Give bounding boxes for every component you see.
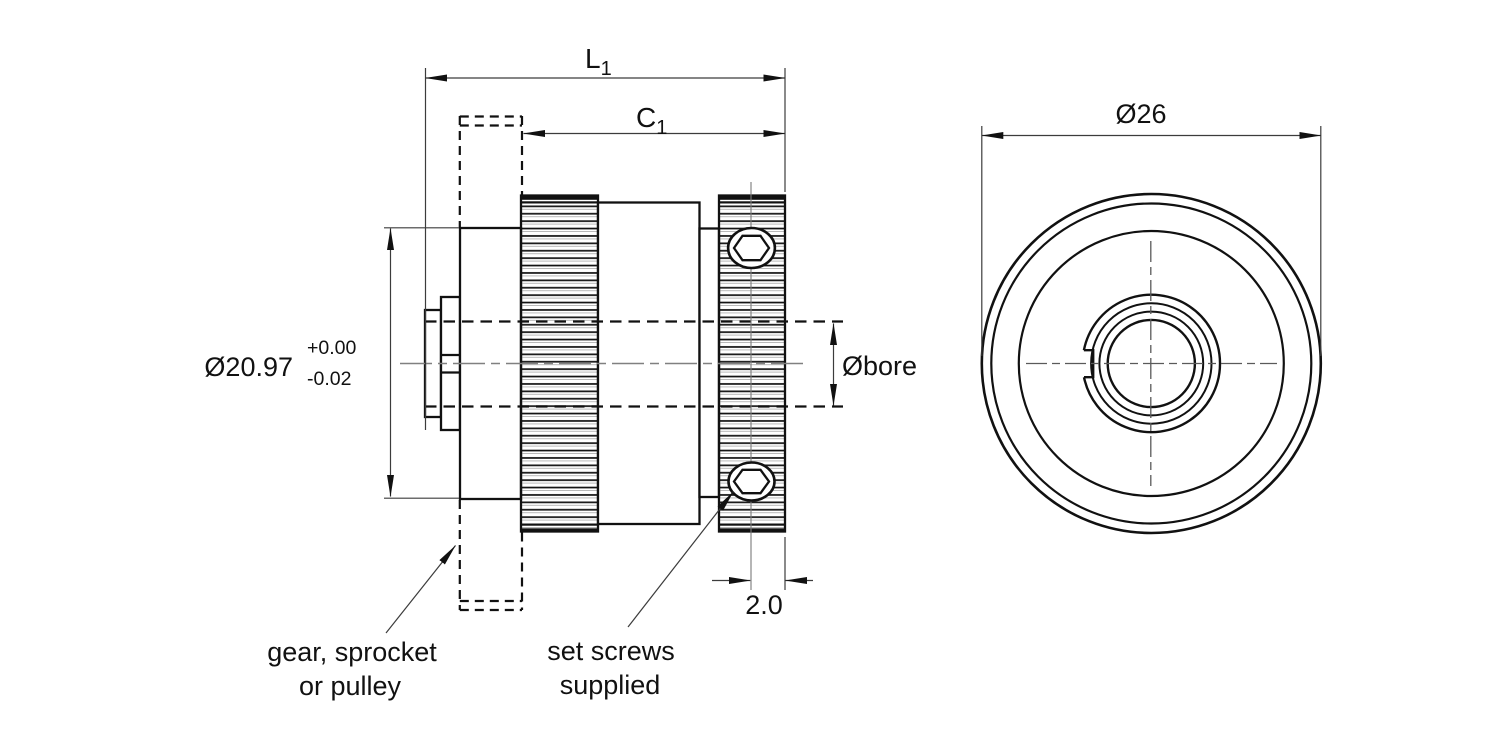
knurl-band (719, 523, 785, 526)
note-setscrews: set screws supplied (547, 491, 734, 700)
dim-setscrew-offset: 2.0 (712, 537, 813, 620)
note-gear-line2: or pulley (299, 671, 402, 701)
set-screw-bottom-hex-socket (732, 468, 771, 495)
dimensions: L1 C1 Ø20.97 +0.00 -0.02 Øbore 2.0 (204, 43, 1322, 701)
dim-overall-length: L1 (424, 43, 786, 430)
front-centerlines (1026, 241, 1277, 486)
dim-d2097-value: Ø20.97 (204, 352, 293, 382)
note-setscrews-line1: set screws (547, 636, 675, 666)
dim-d26-value: Ø26 (1115, 99, 1166, 129)
knurl-band (521, 528, 598, 532)
knurl-edge-bands (521, 195, 785, 532)
note-gear-leader (385, 545, 456, 634)
dim-bore-label: Øbore (842, 351, 917, 381)
hub-outer-circle-with-slot (1082, 293, 1222, 434)
dim-hub-length: C1 (523, 102, 786, 139)
outer-rim-circle (990, 202, 1313, 525)
knurl-band (719, 201, 785, 204)
dim-d2097-tol-lower: -0.02 (307, 368, 351, 390)
neck-section (698, 227, 721, 499)
knurl-band (719, 195, 785, 199)
note-gear: gear, sprocket or pulley (267, 545, 456, 701)
bore-hidden-lines (425, 320, 843, 408)
note-setscrews-leader (627, 491, 734, 628)
set-screws (726, 226, 777, 502)
dim-20-value: 2.0 (745, 590, 783, 620)
side-view (400, 115, 843, 612)
dim-outer-diameter: Ø26 (981, 99, 1322, 356)
gear-phantom-outline (458, 115, 524, 612)
knurl-band (521, 195, 598, 199)
note-gear-line1: gear, sprocket (267, 637, 437, 667)
knurl-band (521, 201, 598, 204)
dim-c1-label: C1 (636, 102, 667, 139)
note-setscrews-line2: supplied (560, 670, 661, 700)
knurl-band (521, 523, 598, 526)
dim-body-diameter: Ø20.97 +0.00 -0.02 (204, 227, 459, 499)
dim-bore: Øbore (830, 323, 917, 406)
outer-diameter-circle (980, 192, 1323, 535)
set-screw-top-hex-socket (732, 234, 771, 262)
face-circle (1017, 229, 1285, 498)
dim-l1-label: L1 (585, 43, 612, 80)
front-view (980, 192, 1323, 535)
dim-d2097-tol-upper: +0.00 (307, 337, 356, 359)
knurl-band (719, 528, 785, 532)
